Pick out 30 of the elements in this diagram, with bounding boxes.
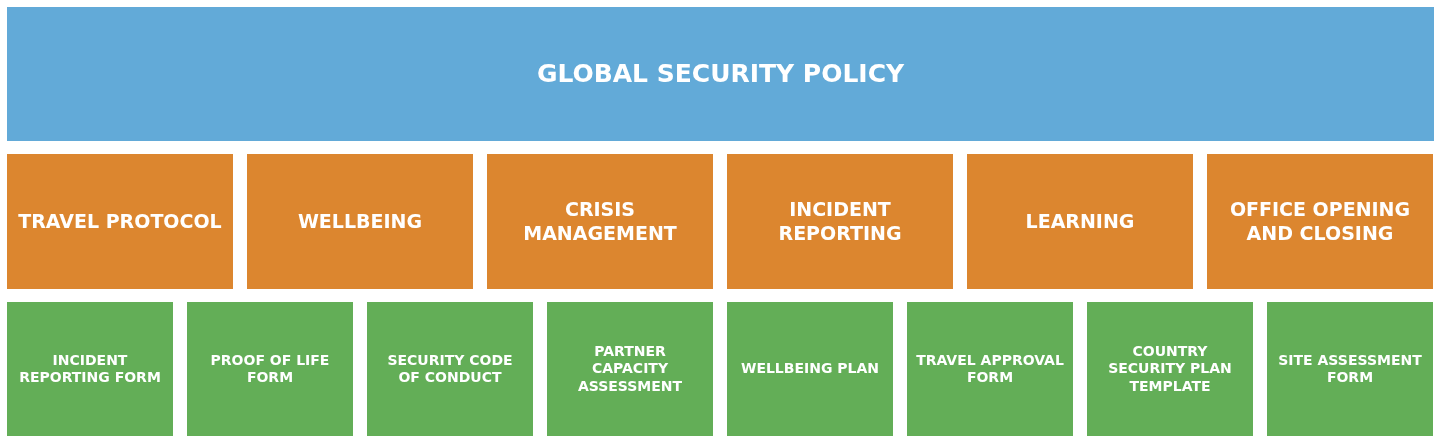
document-heading: COUNTRY SECURITY PLAN TEMPLATE xyxy=(1107,342,1233,396)
document-box xyxy=(547,302,713,436)
document-heading: PROOF OF LIFE FORM xyxy=(209,351,331,387)
category-heading: INCIDENT REPORTING xyxy=(777,197,903,246)
category-box xyxy=(247,154,473,289)
document-heading: TRAVEL APPROVAL FORM xyxy=(915,351,1065,387)
document-box xyxy=(1087,302,1253,436)
banner-heading: GLOBAL SECURITY POLICY xyxy=(536,58,905,90)
document-box xyxy=(727,302,893,436)
category-box xyxy=(967,154,1193,289)
category-box xyxy=(727,154,953,289)
policy-banner xyxy=(7,7,1434,141)
category-box xyxy=(7,154,233,289)
document-heading: INCIDENT REPORTING FORM xyxy=(18,351,162,387)
category-heading: CRISIS MANAGEMENT xyxy=(522,197,678,246)
category-heading: OFFICE OPENING AND CLOSING xyxy=(1228,197,1412,246)
document-heading: WELLBEING PLAN xyxy=(740,360,880,378)
category-heading: TRAVEL PROTOCOL xyxy=(18,209,222,234)
category-box xyxy=(1207,154,1433,289)
category-box xyxy=(487,154,713,289)
category-heading: LEARNING xyxy=(1025,209,1135,234)
document-heading: SECURITY CODE OF CONDUCT xyxy=(386,351,514,387)
document-box xyxy=(187,302,353,436)
document-heading: SITE ASSESSMENT FORM xyxy=(1277,351,1423,387)
document-box xyxy=(907,302,1073,436)
document-heading: PARTNER CAPACITY ASSESSMENT xyxy=(576,342,684,396)
document-box xyxy=(367,302,533,436)
document-box xyxy=(1267,302,1433,436)
document-box xyxy=(7,302,173,436)
category-heading: WELLBEING xyxy=(297,209,423,234)
